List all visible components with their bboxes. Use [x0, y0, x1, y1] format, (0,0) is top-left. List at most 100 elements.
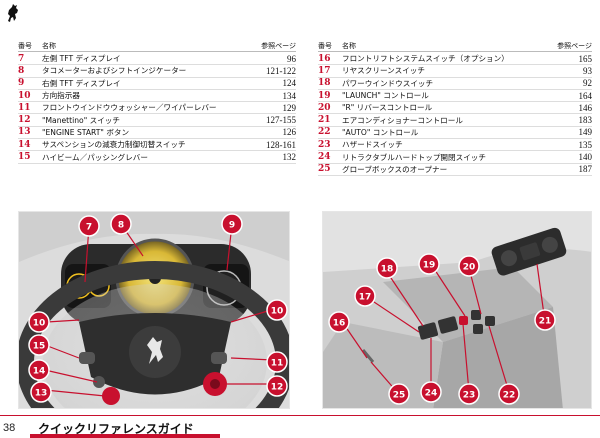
callout-23: 23 — [458, 383, 480, 405]
item-number: 15 — [18, 152, 31, 163]
col-name-header: 名称 — [342, 42, 356, 50]
callout-label: 19 — [423, 261, 436, 271]
callout-label: 13 — [35, 389, 48, 399]
item-page: 132 — [282, 152, 297, 163]
item-page: 128-161 — [266, 139, 296, 150]
callout-label: 11 — [271, 359, 284, 369]
item-number: 22 — [318, 127, 331, 138]
item-number: 16 — [318, 53, 331, 64]
item-number: 18 — [318, 78, 331, 89]
item-name: サスペンションの減衰力制御切替スイッチ — [42, 140, 186, 150]
item-number: 7 — [18, 53, 25, 64]
item-name: "Manettino" スイッチ — [42, 115, 120, 125]
callout-label: 12 — [271, 383, 284, 393]
callout-15: 15 — [28, 334, 50, 356]
item-page: 149 — [578, 127, 593, 138]
page-number: 38 — [3, 422, 16, 434]
item-number: 12 — [18, 115, 31, 126]
item-number: 20 — [318, 102, 331, 113]
prancing-horse-logo-icon — [8, 4, 18, 22]
item-page: 140 — [578, 152, 593, 163]
table-row: 12 "Manettino" スイッチ 127-155 — [18, 114, 296, 127]
item-name: "ENGINE START" ボタン — [42, 127, 130, 137]
section-title-underline — [30, 434, 220, 438]
item-number: 13 — [18, 127, 31, 138]
item-number: 17 — [318, 65, 331, 76]
callout-label: 20 — [463, 263, 476, 273]
item-number: 8 — [18, 65, 25, 76]
callout-17: 17 — [354, 285, 376, 307]
item-page: 129 — [282, 102, 297, 113]
item-name: "LAUNCH" コントロール — [342, 91, 429, 101]
item-page: 126 — [282, 127, 297, 138]
callout-9: 9 — [221, 213, 243, 235]
table-row: 14 サスペンションの減衰力制御切替スイッチ 128-161 — [18, 139, 296, 152]
steering-wheel-illustration: 7 8 9 10 10 15 14 13 11 12 — [19, 212, 289, 408]
callout-25: 25 — [388, 383, 410, 405]
item-name: エアコンディショナーコントロール — [342, 115, 463, 125]
table-header: 番号 名称 参照ページ — [318, 40, 592, 52]
table-row: 9 右側 TFT ディスプレイ 124 — [18, 78, 296, 90]
item-number: 9 — [18, 78, 25, 89]
callout-12: 12 — [266, 375, 288, 397]
callout-label: 21 — [539, 317, 552, 327]
callout-label: 25 — [393, 391, 406, 401]
table-row: 10 方向指示器 134 — [18, 90, 297, 103]
table-row: 13 "ENGINE START" ボタン 126 — [18, 127, 297, 140]
item-page: 165 — [578, 53, 593, 64]
item-name: 左側 TFT ディスプレイ — [42, 54, 121, 64]
callout-label: 17 — [359, 293, 372, 303]
item-name: リヤスクリーンスイッチ — [342, 66, 425, 76]
item-name: タコメーターおよびシフトインジケーター — [42, 66, 187, 76]
callout-22: 22 — [498, 383, 520, 405]
callout-label: 15 — [33, 342, 46, 352]
item-page: 183 — [578, 115, 593, 126]
steering-wheel-photo: 7 8 9 10 10 15 14 13 11 12 — [18, 211, 290, 409]
col-page-header: 参照ページ — [261, 42, 296, 50]
item-page: 164 — [578, 90, 593, 101]
item-number: 10 — [18, 90, 31, 101]
callout-7: 7 — [78, 215, 100, 237]
item-page: 121-122 — [266, 65, 296, 76]
callout-8: 8 — [110, 213, 132, 235]
callout-19: 19 — [418, 253, 440, 275]
item-page: 187 — [578, 164, 593, 175]
callout-label: 7 — [86, 223, 92, 233]
table-row: 11 フロントウインドウウォッシャー／ワイパーレバー 129 — [18, 102, 297, 115]
callout-label: 16 — [333, 319, 346, 329]
item-number: 11 — [18, 102, 31, 113]
item-page: 127-155 — [266, 115, 296, 126]
footer-divider — [0, 415, 600, 416]
item-page: 134 — [282, 90, 297, 101]
callout-21: 21 — [534, 309, 556, 331]
item-name: リトラクタブルハードトップ開閉スイッチ — [342, 152, 486, 162]
center-console-illustration: 18 19 20 17 16 21 24 23 22 25 — [323, 212, 591, 408]
item-name: ハイビーム／パッシングレバー — [42, 152, 148, 162]
callout-label: 8 — [118, 221, 124, 231]
item-name: フロントウインドウウォッシャー／ワイパーレバー — [42, 103, 217, 113]
item-name: "R" リバースコントロール — [342, 103, 433, 113]
item-name: 方向指示器 — [42, 91, 80, 101]
table-row: 15 ハイビーム／パッシングレバー 132 — [18, 151, 297, 164]
item-name: 右側 TFT ディスプレイ — [42, 78, 121, 88]
col-number-header: 番号 — [318, 42, 332, 50]
item-number: 14 — [18, 139, 31, 150]
callout-label: 9 — [229, 221, 235, 231]
callout-16: 16 — [328, 311, 350, 333]
col-number-header: 番号 — [18, 42, 32, 50]
item-page: 93 — [583, 65, 592, 76]
item-page: 124 — [282, 78, 297, 89]
item-name: フロントリフトシステムスイッチ（オプション） — [342, 54, 509, 64]
col-page-header: 参照ページ — [557, 42, 592, 50]
callout-label: 22 — [503, 391, 516, 401]
callout-24: 24 — [420, 381, 442, 403]
